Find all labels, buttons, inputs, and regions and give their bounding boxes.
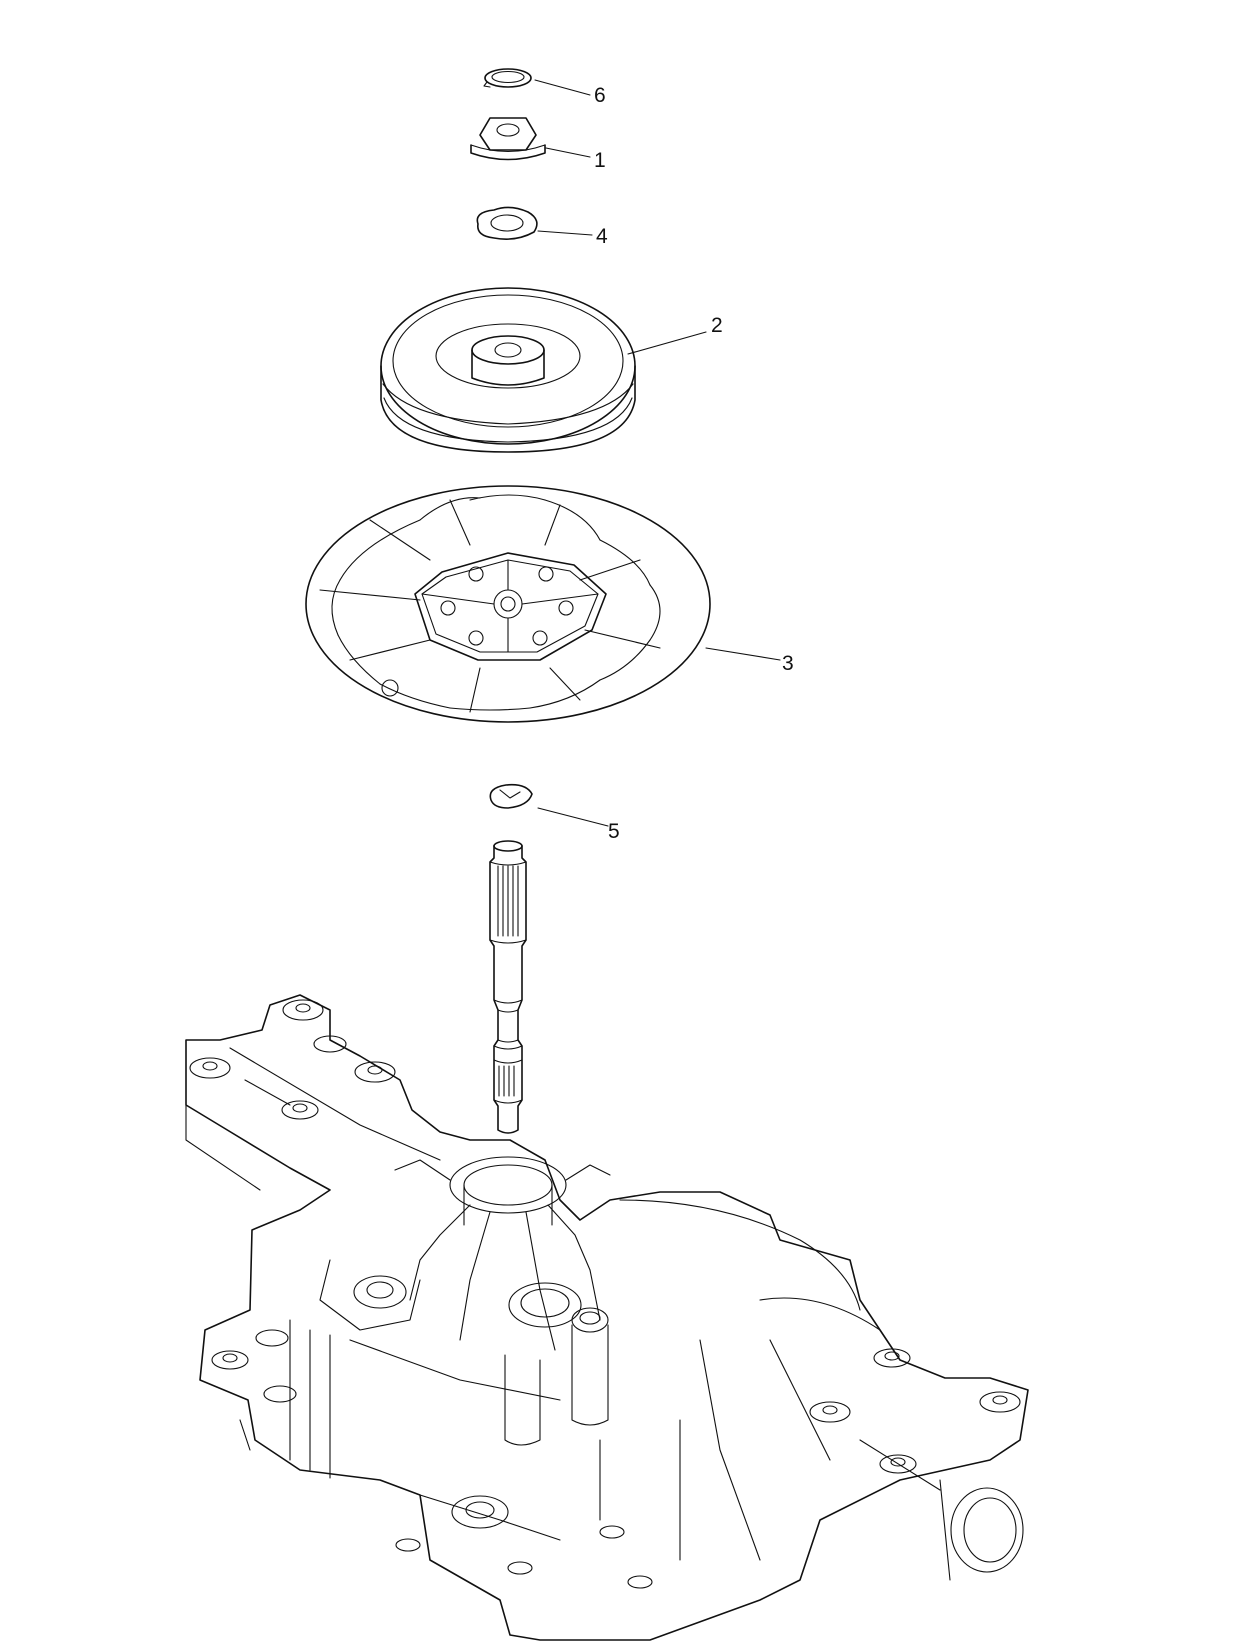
input-shaft-part [489,840,527,1134]
e-clip-part [489,783,533,809]
callout-2: 2 [627,314,723,355]
callout-3-label: 3 [782,652,794,675]
cooling-fan-part [305,485,711,723]
pulley-part [380,287,636,453]
retaining-ring-part [483,68,532,88]
callout-1: 1 [545,147,606,172]
callout-3: 3 [705,647,794,675]
callout-5-label: 5 [608,820,620,843]
hex-nut-part [470,117,546,161]
transaxle-housing-part [185,994,1029,1641]
callout-2-label: 2 [711,314,723,337]
callout-6-label: 6 [594,84,606,107]
callouts: 6 1 4 2 3 5 [534,79,794,843]
callout-6: 6 [534,79,606,107]
callout-5: 5 [537,807,620,843]
callout-1-label: 1 [594,149,606,172]
callout-4-label: 4 [596,225,608,248]
callout-4: 4 [537,225,608,248]
wave-washer-part [476,206,538,240]
